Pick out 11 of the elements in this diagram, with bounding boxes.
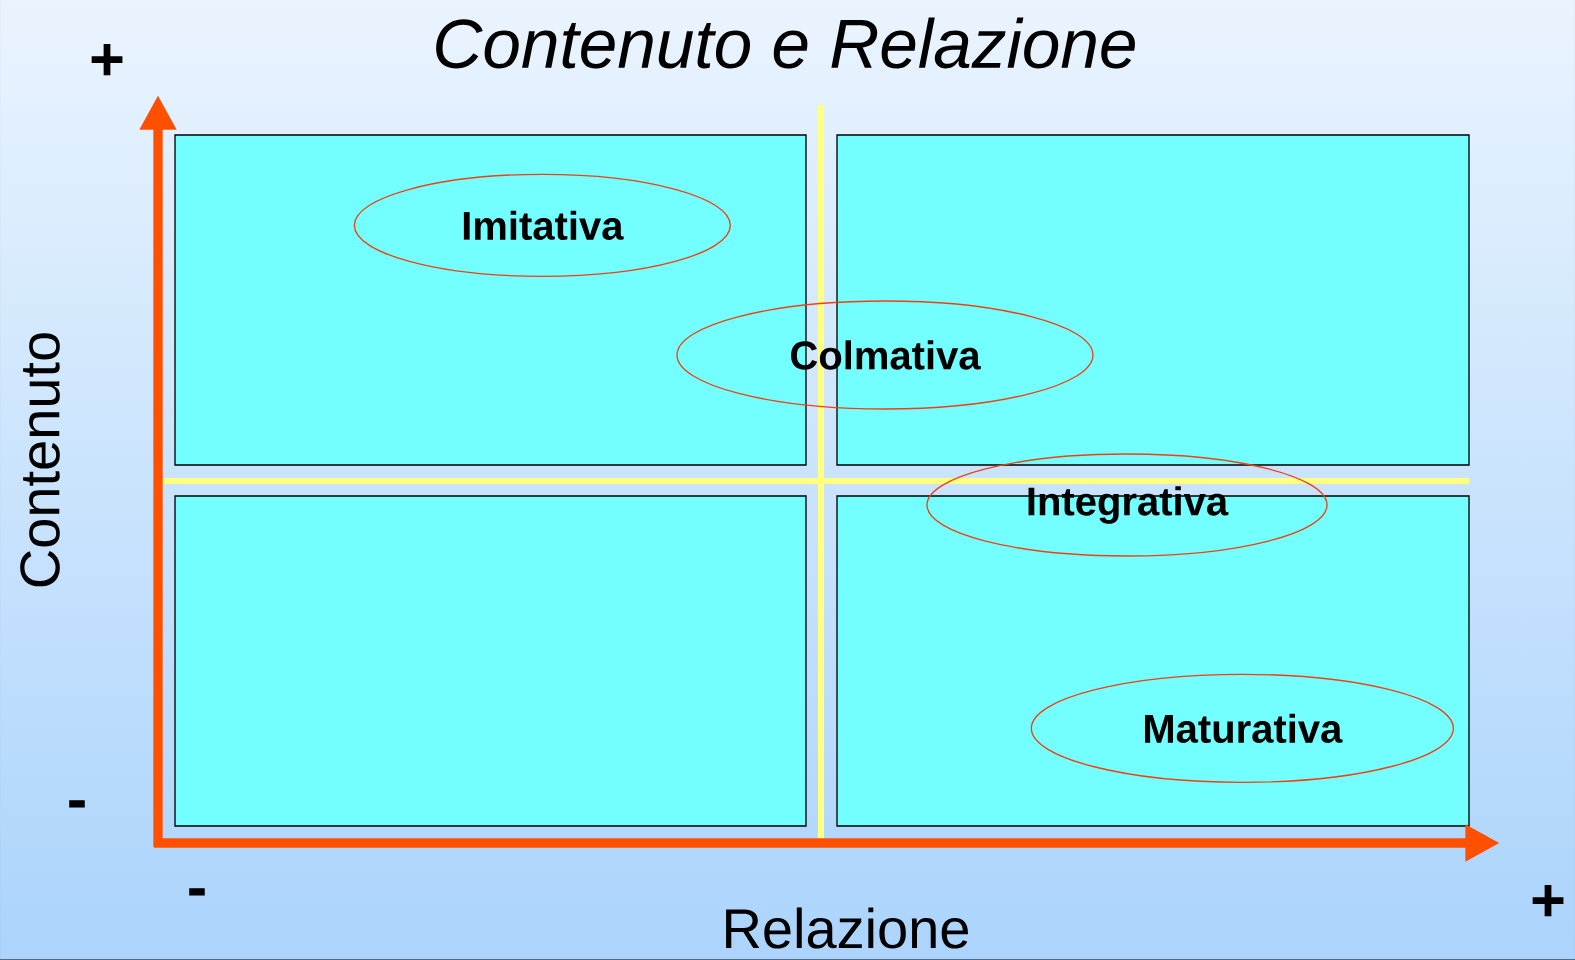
- ellipse-label: Imitativa: [353, 173, 731, 277]
- axis-title: Contenuto: [20, 333, 60, 587]
- quadrant-box: [174, 495, 807, 827]
- ellipse-label: Integrativa: [926, 453, 1328, 557]
- title: Contenuto e Relazione: [436, 17, 1135, 69]
- ellipse-label: Maturativa: [1030, 673, 1454, 783]
- axis-sign: -: [189, 888, 205, 896]
- axis-sign: +: [91, 44, 123, 76]
- axis-sign: -: [69, 800, 85, 808]
- axis-sign: +: [1532, 885, 1564, 917]
- axis-title: Relazione: [726, 907, 968, 949]
